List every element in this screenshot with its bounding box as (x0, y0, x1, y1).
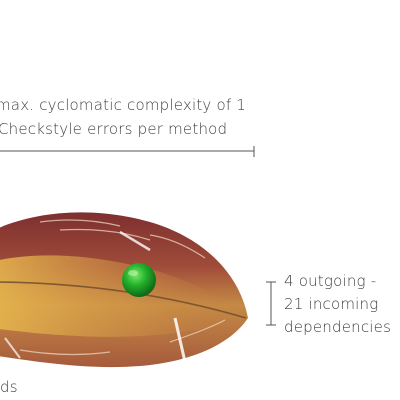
dependency-bracket (266, 281, 276, 326)
dependencies-label: dependencies (284, 318, 392, 336)
errors-label: Checkstyle errors per method (0, 120, 228, 138)
bottom-label-fragment: ds (0, 378, 18, 396)
feather-glyph (0, 212, 248, 368)
complexity-label: max. cyclomatic complexity of 1 (0, 96, 247, 114)
green-sphere-marker (122, 263, 156, 297)
outgoing-dependencies-label: 4 outgoing - (284, 272, 377, 290)
incoming-dependencies-label: 21 incoming (284, 295, 379, 313)
